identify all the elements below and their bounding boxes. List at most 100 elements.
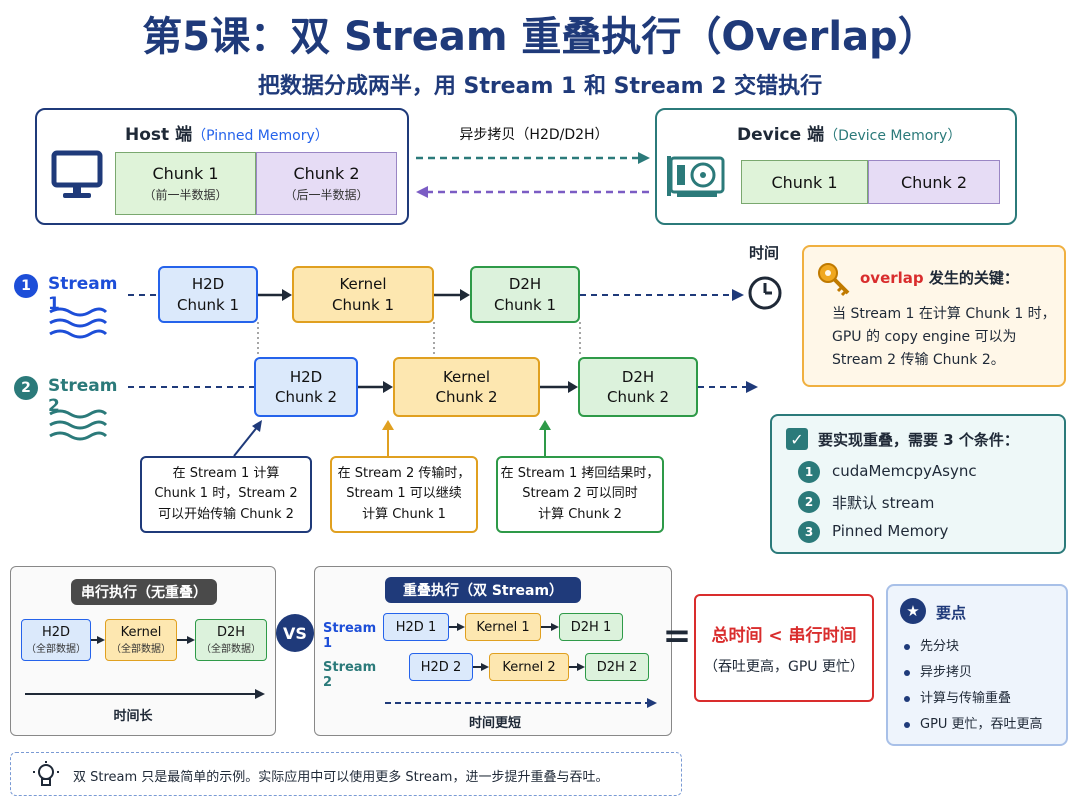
device-title-text: Device 端 — [737, 125, 825, 145]
serial-arrows — [25, 636, 265, 699]
gpu-card-icon — [667, 152, 729, 204]
overlap-arrows — [385, 623, 657, 708]
note-overlap-2: 在 Stream 2 传输时， Stream 1 可以继续 计算 Chunk 1 — [330, 456, 478, 533]
keypoints-box: ★ 要点 先分块 异步拷贝 计算与传输重叠 GPU 更忙，吞吐更高 — [886, 584, 1068, 746]
stream-1-d2h-chunk: Chunk 1 — [494, 295, 556, 314]
condition-2-text: 非默认 stream — [832, 494, 935, 512]
stream-2-d2h-box: D2H Chunk 2 — [578, 357, 698, 417]
host-title: Host 端（Pinned Memory） — [125, 120, 405, 145]
note-1-line-3: 可以开始传输 Chunk 2 — [158, 506, 294, 522]
result-main: 总时间 < 串行时间 — [711, 625, 857, 646]
overlap-key-line-3: Stream 2 传输 Chunk 2。 — [832, 352, 1005, 369]
stream-1-h2d-chunk: Chunk 1 — [177, 295, 239, 314]
overlap-s1-d2h: D2H 1 — [559, 613, 623, 641]
stream-1-h2d-box: H2D Chunk 1 — [158, 266, 258, 323]
host-chunk-1-sub: （前一半数据） — [143, 188, 228, 202]
stream-2-number: 2 — [14, 376, 38, 400]
serial-d2h-box: D2H （全部数据） — [195, 619, 267, 661]
host-chunk-1-label: Chunk 1 — [152, 164, 219, 183]
note-2-line-2: Stream 1 可以继续 — [346, 486, 462, 502]
conditions-title: 要实现重叠，需要 3 个条件： — [818, 431, 1019, 449]
overlap-s2-h2d: H2D 2 — [409, 653, 473, 681]
serial-panel: 串行执行（无重叠） H2D （全部数据） Kernel （全部数据） D2H （… — [10, 566, 276, 736]
key-icon — [818, 263, 850, 297]
stream-2-label: Stream 2 — [48, 376, 118, 416]
device-chunk-2: Chunk 2 — [868, 160, 1000, 204]
host-subtitle: （Pinned Memory） — [192, 128, 329, 144]
condition-2-number: 2 — [798, 491, 820, 513]
serial-h2d-label: H2D — [41, 625, 71, 640]
stream-2-wave-icon — [49, 409, 108, 441]
result-box: 总时间 < 串行时间 （吞吐更高，GPU 更忙） — [694, 594, 874, 702]
keypoint-2: 异步拷贝 — [904, 660, 1070, 686]
transfer-arrows — [416, 152, 650, 198]
note-3-line-3: 计算 Chunk 2 — [538, 506, 622, 522]
overlap-key-line-2: GPU 的 copy engine 可以为 — [832, 329, 1017, 346]
keypoint-2-text: 异步拷贝 — [920, 665, 973, 680]
note-2-line-3: 计算 Chunk 1 — [362, 506, 446, 522]
host-panel: Host 端（Pinned Memory） Chunk 1 （前一半数据） Ch… — [35, 108, 409, 225]
host-chunk-2: Chunk 2 （后一半数据） — [256, 152, 397, 215]
stream-1-h2d-op: H2D — [191, 275, 225, 294]
stream-1-kernel-op: Kernel — [339, 275, 387, 294]
star-icon: ★ — [900, 598, 926, 624]
stream-2-d2h-op: D2H — [621, 367, 655, 386]
note-arrows — [233, 420, 551, 457]
lightbulb-icon — [33, 761, 59, 786]
stream-1-kernel-chunk: Chunk 1 — [332, 295, 394, 314]
device-chunk-2-label: Chunk 2 — [900, 172, 968, 192]
footer-note: 双 Stream 只是最简单的示例。实际应用中可以使用更多 Stream，进一步… — [10, 752, 682, 796]
overlap-time-label: 时间更短 — [468, 716, 521, 731]
condition-1-text: cudaMemcpyAsync — [832, 462, 977, 480]
host-chunk-1: Chunk 1 （前一半数据） — [115, 152, 256, 215]
device-chunk-1: Chunk 1 — [741, 160, 868, 204]
keypoints-list: 先分块 异步拷贝 计算与传输重叠 GPU 更忙，吞吐更高 — [904, 634, 1070, 738]
overlap-stream-2-label: Stream 2 — [323, 660, 377, 690]
monitor-icon — [51, 150, 105, 202]
stream-1-d2h-op: D2H — [508, 275, 542, 294]
check-icon: ✓ — [786, 428, 808, 450]
host-chunk-2-sub: （后一半数据） — [284, 188, 369, 202]
conditions-box: ✓ 要实现重叠，需要 3 个条件： 1 cudaMemcpyAsync 2 非默… — [770, 414, 1066, 554]
keypoints-title: 要点 — [936, 604, 967, 622]
keypoint-1: 先分块 — [904, 634, 1070, 660]
page-subtitle: 把数据分成两半，用 Stream 1 和 Stream 2 交错执行 — [257, 74, 823, 99]
stream-2-kernel-chunk: Chunk 2 — [435, 388, 498, 406]
transfer-label: 异步拷贝（H2D/D2H） — [459, 127, 609, 143]
stream-2-d2h-chunk: Chunk 2 — [607, 388, 669, 406]
note-1-line-1: 在 Stream 1 计算 — [172, 466, 280, 482]
keypoint-4-text: GPU 更忙，吞吐更高 — [920, 717, 1043, 732]
device-panel: Device 端（Device Memory） Chunk 1 Chunk 2 — [655, 108, 1017, 225]
serial-kernel-sub: （全部数据） — [111, 644, 171, 655]
timeline-connectors — [128, 289, 758, 393]
overlap-key-title: overlap 发生的关键： — [860, 267, 1060, 288]
host-title-text: Host 端 — [125, 125, 193, 145]
note-3-line-1: 在 Stream 1 拷回结果时， — [500, 466, 660, 482]
condition-3-text: Pinned Memory — [832, 522, 949, 540]
stream-1-number: 1 — [14, 274, 38, 298]
device-title: Device 端（Device Memory） — [737, 120, 1017, 145]
note-overlap-1: 在 Stream 1 计算 Chunk 1 时，Stream 2 可以开始传输 … — [140, 456, 312, 533]
clock-icon — [748, 276, 782, 310]
condition-1-number: 1 — [798, 461, 820, 483]
note-3-line-2: Stream 2 可以同时 — [522, 486, 638, 502]
serial-tag: 串行执行（无重叠） — [71, 579, 217, 605]
result-sub: （吞吐更高，GPU 更忙） — [704, 658, 864, 675]
serial-h2d-sub: （全部数据） — [26, 644, 86, 655]
stream-2-h2d-box: H2D Chunk 2 — [254, 357, 358, 417]
footer-text: 双 Stream 只是最简单的示例。实际应用中可以使用更多 Stream，进一步… — [73, 770, 609, 785]
overlap-s2-kernel: Kernel 2 — [489, 653, 569, 681]
stream-2-h2d-op: H2D — [289, 367, 323, 386]
overlap-stream-1-label: Stream 1 — [323, 621, 377, 651]
keypoint-4: GPU 更忙，吞吐更高 — [904, 712, 1070, 738]
condition-3-number: 3 — [798, 521, 820, 543]
stream-2-h2d-chunk: Chunk 2 — [275, 388, 337, 406]
overlap-s2-d2h: D2H 2 — [585, 653, 649, 681]
overlap-s1-kernel: Kernel 1 — [465, 613, 541, 641]
overlap-key-title-prefix: overlap — [860, 269, 924, 287]
note-2-line-1: 在 Stream 2 传输时， — [337, 466, 471, 482]
serial-kernel-box: Kernel （全部数据） — [105, 619, 177, 661]
overlap-tag: 重叠执行（双 Stream） — [385, 577, 581, 603]
serial-d2h-sub: （全部数据） — [201, 644, 261, 655]
keypoint-3: 计算与传输重叠 — [904, 686, 1070, 712]
